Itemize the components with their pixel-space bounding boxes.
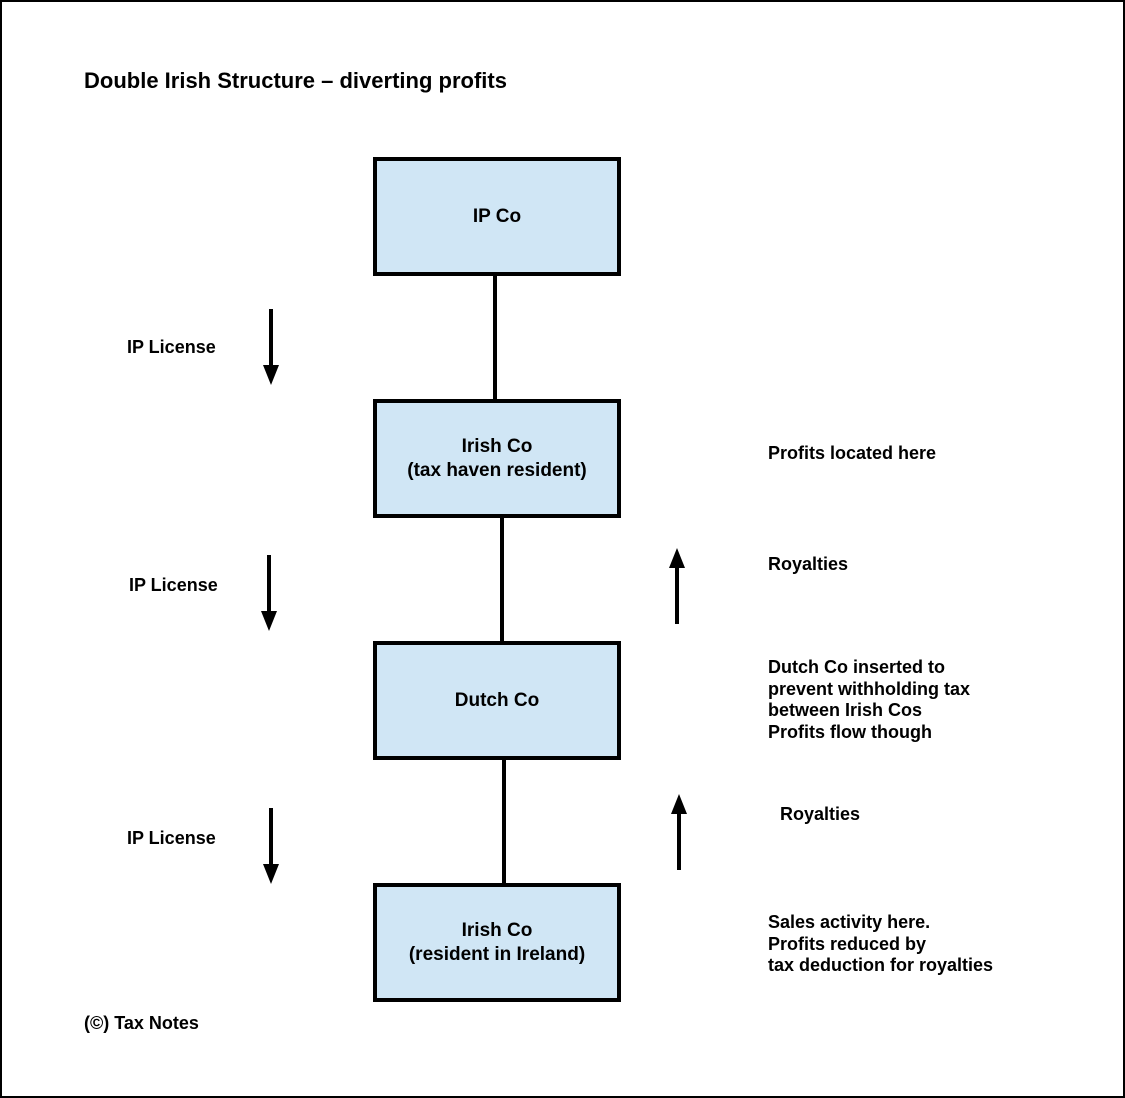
arrow-up-icon [671, 794, 687, 870]
box-ip-co: IP Co [373, 157, 621, 276]
sales-activity-note: Sales activity here. Profits reduced by … [768, 912, 993, 977]
box-dutch-co: Dutch Co [373, 641, 621, 760]
dutch-co-note-line: Dutch Co inserted to [768, 657, 946, 677]
dutch-co-note: Dutch Co inserted to prevent withholding… [768, 657, 970, 743]
box-ip-co-label: IP Co [472, 205, 522, 227]
box-irish-co-ireland-name: Irish Co [461, 919, 533, 941]
box-irish-co-ireland-detail: (resident in Ireland) [408, 943, 586, 965]
copyright-notice: (©) Tax Notes [84, 1013, 199, 1033]
arrow-down-icon [263, 808, 279, 884]
sales-note-line: tax deduction for royalties [768, 955, 994, 975]
sales-note-line: Profits reduced by [768, 933, 927, 954]
arrow-down-icon [263, 309, 279, 385]
ip-license-label-3: IP License [127, 828, 216, 848]
arrow-down-icon [261, 555, 277, 631]
connector-ipco-irishco [493, 275, 497, 402]
box-irish-co-haven: Irish Co (tax haven resident) [373, 399, 621, 518]
royalties-label-1: Royalties [768, 554, 849, 574]
diagram-title: Double Irish Structure – diverting profi… [84, 68, 507, 93]
box-irish-co-haven-detail: (tax haven resident) [407, 459, 587, 481]
profits-located-note: Profits located here [768, 443, 937, 463]
ip-license-label-2: IP License [129, 575, 218, 595]
arrow-up-icon [669, 548, 685, 624]
royalties-label-2: Royalties [780, 804, 861, 824]
connector-dutchco-irishco [502, 759, 506, 886]
dutch-co-note-line: prevent withholding tax [768, 678, 971, 699]
connector-irishco-dutchco [500, 517, 504, 644]
box-irish-co-haven-name: Irish Co [461, 435, 533, 457]
box-irish-co-ireland: Irish Co (resident in Ireland) [373, 883, 621, 1002]
dutch-co-note-line: Profits flow though [768, 721, 932, 742]
ip-license-label-1: IP License [127, 337, 216, 357]
box-dutch-co-label: Dutch Co [454, 689, 540, 711]
dutch-co-note-line: between Irish Cos [768, 700, 923, 720]
sales-note-line: Sales activity here. [768, 912, 931, 932]
